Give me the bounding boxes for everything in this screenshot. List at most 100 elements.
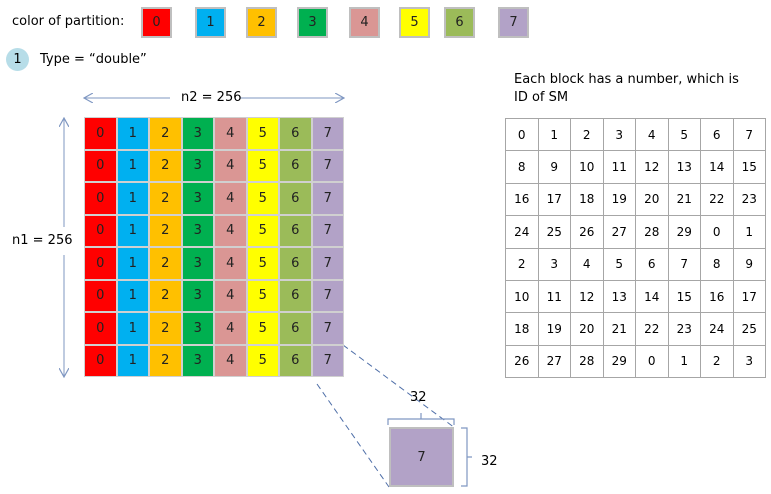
- sm-table-cell: 0: [505, 118, 539, 152]
- sm-table-cell: 27: [602, 215, 636, 249]
- matrix-block: 6: [279, 117, 312, 150]
- sm-table-cell: 24: [700, 312, 734, 346]
- height-brace: [461, 427, 472, 487]
- matrix-block: 4: [214, 214, 247, 247]
- matrix-block: 1: [116, 344, 149, 377]
- matrix-block: 6: [279, 312, 312, 345]
- sm-table-cell: 26: [570, 215, 604, 249]
- sm-table-cell: 1: [667, 344, 701, 379]
- sm-table-cell: 10: [505, 280, 539, 314]
- legend-swatch-3: 3: [297, 7, 328, 38]
- matrix-block: 3: [181, 344, 214, 377]
- matrix-block: 5: [246, 279, 279, 312]
- matrix-block: 0: [84, 182, 117, 215]
- matrix-block: 7: [311, 247, 344, 280]
- sm-table-cell: 29: [602, 344, 636, 379]
- sm-table-cell: 16: [700, 280, 734, 314]
- sm-table-cell: 17: [732, 280, 766, 314]
- sm-table-cell: 5: [602, 247, 636, 281]
- sm-table-cell: 10: [570, 150, 604, 184]
- sm-table-cell: 24: [505, 215, 539, 249]
- matrix-block: 4: [214, 149, 247, 182]
- sm-table-cell: 19: [602, 182, 636, 217]
- matrix-block: 3: [181, 312, 214, 345]
- matrix-block: 2: [149, 247, 182, 280]
- sm-table-cell: 15: [732, 150, 766, 184]
- zoom-guide: [342, 344, 456, 429]
- legend-swatch-5: 5: [399, 7, 430, 38]
- matrix-block: 1: [116, 182, 149, 215]
- sm-table-cell: 7: [667, 247, 701, 281]
- sm-table-cell: 1: [537, 118, 571, 152]
- matrix-block: 1: [116, 312, 149, 345]
- matrix-block: 4: [214, 279, 247, 312]
- matrix-block: 6: [279, 344, 312, 377]
- block-height-label: 32: [481, 454, 498, 469]
- sm-table-cell: 1: [732, 215, 766, 249]
- sm-table-cell: 13: [602, 280, 636, 314]
- matrix-block: 4: [214, 247, 247, 280]
- legend-swatch-1: 1: [195, 7, 226, 38]
- sm-table-cell: 20: [570, 312, 604, 346]
- matrix-block: 0: [84, 214, 117, 247]
- sm-table-cell: 2: [700, 344, 734, 379]
- legend-label: color of partition:: [12, 14, 125, 29]
- sm-table-cell: 12: [635, 150, 669, 184]
- matrix-block: 2: [149, 279, 182, 312]
- sm-table-cell: 25: [732, 312, 766, 346]
- legend-swatch-4: 4: [349, 7, 380, 38]
- legend-swatch-0: 0: [141, 7, 172, 38]
- sm-table-cell: 22: [635, 312, 669, 346]
- matrix-block: 7: [311, 279, 344, 312]
- matrix-block: 0: [84, 312, 117, 345]
- matrix-block: 7: [311, 312, 344, 345]
- matrix-block: 5: [246, 149, 279, 182]
- sm-table-cell: 15: [667, 280, 701, 314]
- matrix-block: 1: [116, 247, 149, 280]
- sm-table-cell: 21: [602, 312, 636, 346]
- sm-table-cell: 20: [635, 182, 669, 217]
- matrix-block: 6: [279, 182, 312, 215]
- legend-swatch-2: 2: [246, 7, 277, 38]
- matrix-block: 5: [246, 117, 279, 150]
- sm-table-cell: 18: [570, 182, 604, 217]
- sm-table-cell: 14: [635, 280, 669, 314]
- matrix-block: 3: [181, 117, 214, 150]
- sm-table-cell: 3: [732, 344, 766, 379]
- matrix-block: 0: [84, 149, 117, 182]
- matrix-block: 3: [181, 182, 214, 215]
- sm-table-cell: 8: [505, 150, 539, 184]
- matrix-block: 6: [279, 279, 312, 312]
- sm-table-cell: 28: [570, 344, 604, 379]
- matrix-block: 0: [84, 279, 117, 312]
- sm-table-cell: 18: [505, 312, 539, 346]
- matrix-block: 2: [149, 182, 182, 215]
- sm-table-cell: 4: [635, 118, 669, 152]
- matrix-block: 3: [181, 149, 214, 182]
- sm-table-cell: 9: [732, 247, 766, 281]
- sm-table-cell: 6: [635, 247, 669, 281]
- matrix-block: 7: [311, 182, 344, 215]
- sm-caption-line1: Each block has a number, which is: [514, 72, 739, 87]
- matrix-block: 7: [311, 117, 344, 150]
- matrix-block: 2: [149, 149, 182, 182]
- sm-table-cell: 25: [537, 215, 571, 249]
- matrix-block: 6: [279, 149, 312, 182]
- sm-table-cell: 22: [700, 182, 734, 217]
- sm-table-cell: 0: [700, 215, 734, 249]
- matrix-block: 1: [116, 214, 149, 247]
- width-brace: [387, 413, 455, 425]
- matrix-block: 3: [181, 247, 214, 280]
- matrix-block: 4: [214, 182, 247, 215]
- matrix-block: 0: [84, 117, 117, 150]
- matrix-block: 4: [214, 344, 247, 377]
- matrix-block: 4: [214, 117, 247, 150]
- matrix-block: 7: [311, 344, 344, 377]
- matrix-block: 5: [246, 312, 279, 345]
- sm-table-cell: 2: [505, 247, 539, 281]
- sm-table-cell: 26: [505, 344, 539, 379]
- sm-table-cell: 11: [602, 150, 636, 184]
- sm-table-cell: 28: [635, 215, 669, 249]
- sm-table-cell: 21: [667, 182, 701, 217]
